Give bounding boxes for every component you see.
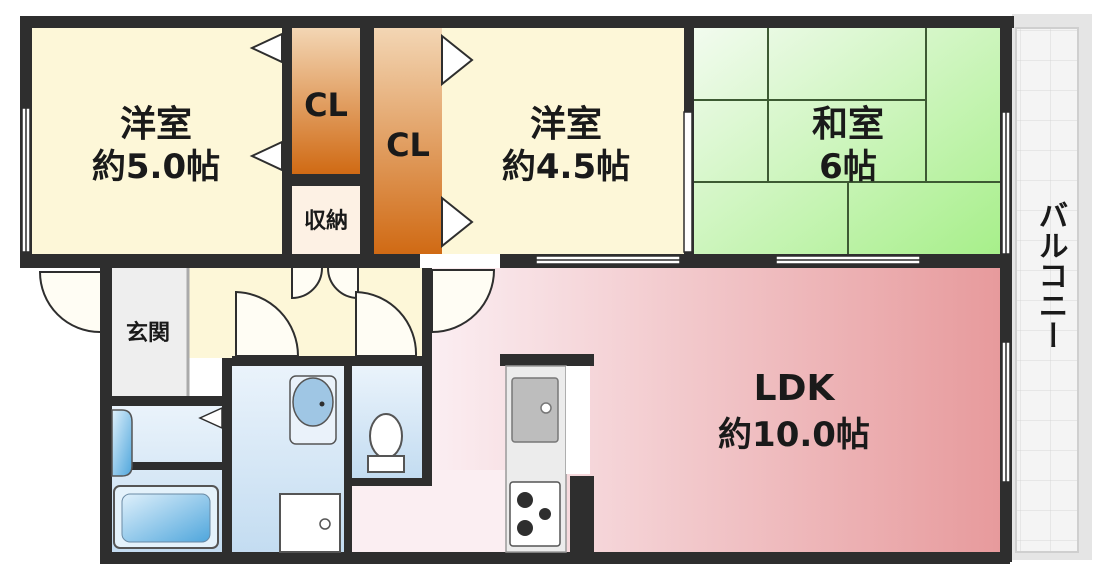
swing-doors	[38, 267, 496, 357]
toilet-tank	[367, 455, 405, 473]
tatami-lines	[694, 28, 1002, 254]
western-room-2	[442, 28, 686, 254]
windows	[21, 107, 1011, 483]
kitchen	[505, 365, 590, 553]
washing-machine-pan	[279, 493, 341, 553]
washbasin	[292, 377, 334, 427]
storage-label: 収納	[304, 208, 348, 234]
entrance-area	[112, 268, 188, 396]
bath-door-mark	[198, 406, 223, 430]
stove	[509, 481, 561, 547]
toilet	[369, 413, 403, 459]
shower-basin	[111, 409, 133, 477]
closet-2-label: CL	[386, 126, 430, 164]
japanese-room-size: 6帖	[819, 147, 877, 187]
ldk-size: 約10.0帖	[718, 415, 870, 455]
western-room-2-size: 約4.5帖	[502, 147, 630, 187]
storage-area	[292, 186, 360, 254]
bath-fixtures	[111, 375, 405, 553]
closet-door-marks	[249, 32, 474, 249]
bathtub-basin	[121, 493, 211, 543]
balcony	[1012, 14, 1092, 560]
western-room-1-size: 約5.0帖	[92, 147, 220, 187]
sink	[511, 377, 559, 443]
entrance-label: 玄関	[126, 320, 170, 346]
balcony-label: バルコニー	[1033, 200, 1068, 350]
closet-1	[292, 28, 360, 174]
closet-1-label: CL	[304, 86, 348, 124]
western-room-1-name: 洋室	[120, 104, 192, 145]
western-room-1	[30, 28, 282, 254]
western-room-2-name: 洋室	[530, 104, 602, 145]
closet-2	[374, 28, 442, 254]
japanese-room-name: 和室	[812, 104, 884, 145]
fridge-space	[566, 366, 590, 474]
ldk-name: LDK	[754, 368, 836, 409]
